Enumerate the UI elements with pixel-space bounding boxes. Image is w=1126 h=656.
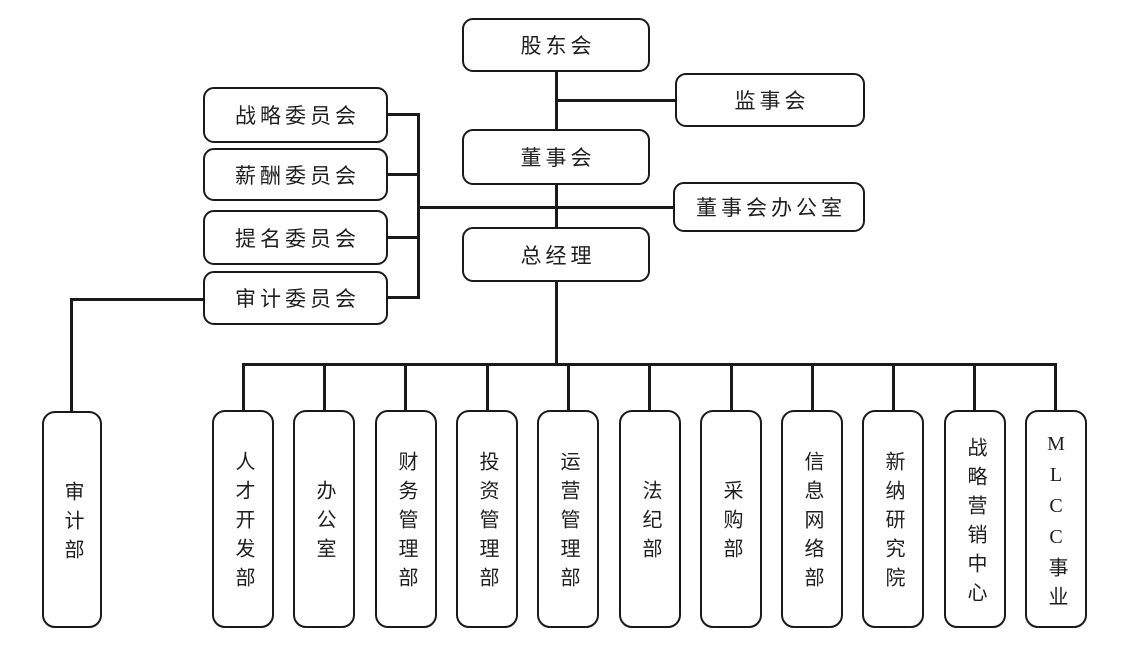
node-dept-finance-management-label: 财务管理部	[395, 451, 417, 596]
node-board-office: 董事会办公室	[673, 182, 865, 232]
connector-committee-rail	[417, 113, 420, 299]
node-dept-office-label: 办公室	[313, 480, 335, 567]
node-dept-mlcc-business-label: MLCC事业	[1045, 432, 1067, 615]
node-committee-compensation: 薪酬委员会	[203, 148, 388, 201]
connector-supervisory-branch	[555, 99, 678, 102]
node-dept-mlcc-business: MLCC事业	[1025, 410, 1087, 628]
node-dept-strategic-marketing-center: 战略营销中心	[944, 410, 1006, 628]
connector-drop-dept-11	[1054, 363, 1057, 412]
node-dept-finance-management: 财务管理部	[375, 410, 437, 628]
node-dept-legal-discipline-label: 法纪部	[639, 480, 661, 567]
node-audit-department-label: 审计部	[61, 480, 83, 568]
node-supervisory-board: 监事会	[675, 73, 865, 127]
node-committee-nomination: 提名委员会	[203, 210, 388, 265]
node-board-office-label: 董事会办公室	[696, 196, 846, 220]
node-dept-investment-management: 投资管理部	[456, 410, 518, 628]
node-shareholders-label: 股东会	[520, 34, 596, 58]
connector-stub-audit-committee	[386, 296, 420, 299]
connector-drop-dept-5	[567, 363, 570, 412]
node-dept-procurement-label: 采购部	[720, 480, 742, 567]
node-dept-strategic-marketing-center-label: 战略营销中心	[964, 436, 986, 611]
connector-stub-strategy	[386, 113, 420, 116]
node-committee-nomination-label: 提名委员会	[235, 226, 360, 251]
connector-drop-dept-9	[892, 363, 895, 412]
connector-drop-dept-6	[648, 363, 651, 412]
node-dept-information-network-label: 信息网络部	[801, 451, 823, 596]
node-audit-department: 审计部	[42, 411, 102, 628]
node-board: 董事会	[462, 129, 650, 185]
node-committee-strategy: 战略委员会	[203, 87, 388, 143]
node-dept-xinna-research-institute-label: 新纳研究院	[882, 451, 904, 596]
connector-drop-dept-4	[486, 363, 489, 412]
node-general-manager: 总经理	[462, 227, 650, 282]
node-dept-investment-management-label: 投资管理部	[476, 451, 498, 596]
connector-drop-dept-10	[973, 363, 976, 412]
node-dept-talent-development: 人才开发部	[212, 410, 274, 628]
connector-drop-dept-7	[730, 363, 733, 412]
node-board-label: 董事会	[520, 146, 596, 170]
connector-crossbar-committees-office	[417, 206, 675, 209]
node-dept-operations-management: 运营管理部	[537, 410, 599, 628]
node-dept-information-network: 信息网络部	[781, 410, 843, 628]
node-supervisory-board-label: 监事会	[734, 89, 810, 113]
node-dept-procurement: 采购部	[700, 410, 762, 628]
connector-stub-nomination	[386, 236, 420, 239]
node-committee-strategy-label: 战略委员会	[235, 104, 360, 128]
connector-audit-dept-horizontal	[70, 298, 205, 301]
connector-drop-dept-2	[323, 363, 326, 412]
node-shareholders: 股东会	[462, 18, 650, 72]
node-committee-audit-label: 审计委员会	[235, 287, 360, 311]
node-dept-operations-management-label: 运营管理部	[557, 451, 579, 596]
connector-drop-dept-3	[404, 363, 407, 412]
node-dept-office: 办公室	[293, 410, 355, 628]
node-dept-legal-discipline: 法纪部	[619, 410, 681, 628]
connector-drop-dept-8	[811, 363, 814, 412]
connector-drop-dept-1	[242, 363, 245, 412]
node-committee-audit: 审计委员会	[203, 271, 388, 325]
connector-gm-bus	[555, 280, 558, 366]
connector-audit-dept-vertical	[70, 298, 73, 412]
node-dept-talent-development-label: 人才开发部	[232, 451, 254, 596]
node-general-manager-label: 总经理	[520, 243, 596, 268]
node-dept-xinna-research-institute: 新纳研究院	[862, 410, 924, 628]
node-committee-compensation-label: 薪酬委员会	[235, 163, 360, 188]
connector-stub-compensation	[386, 173, 420, 176]
